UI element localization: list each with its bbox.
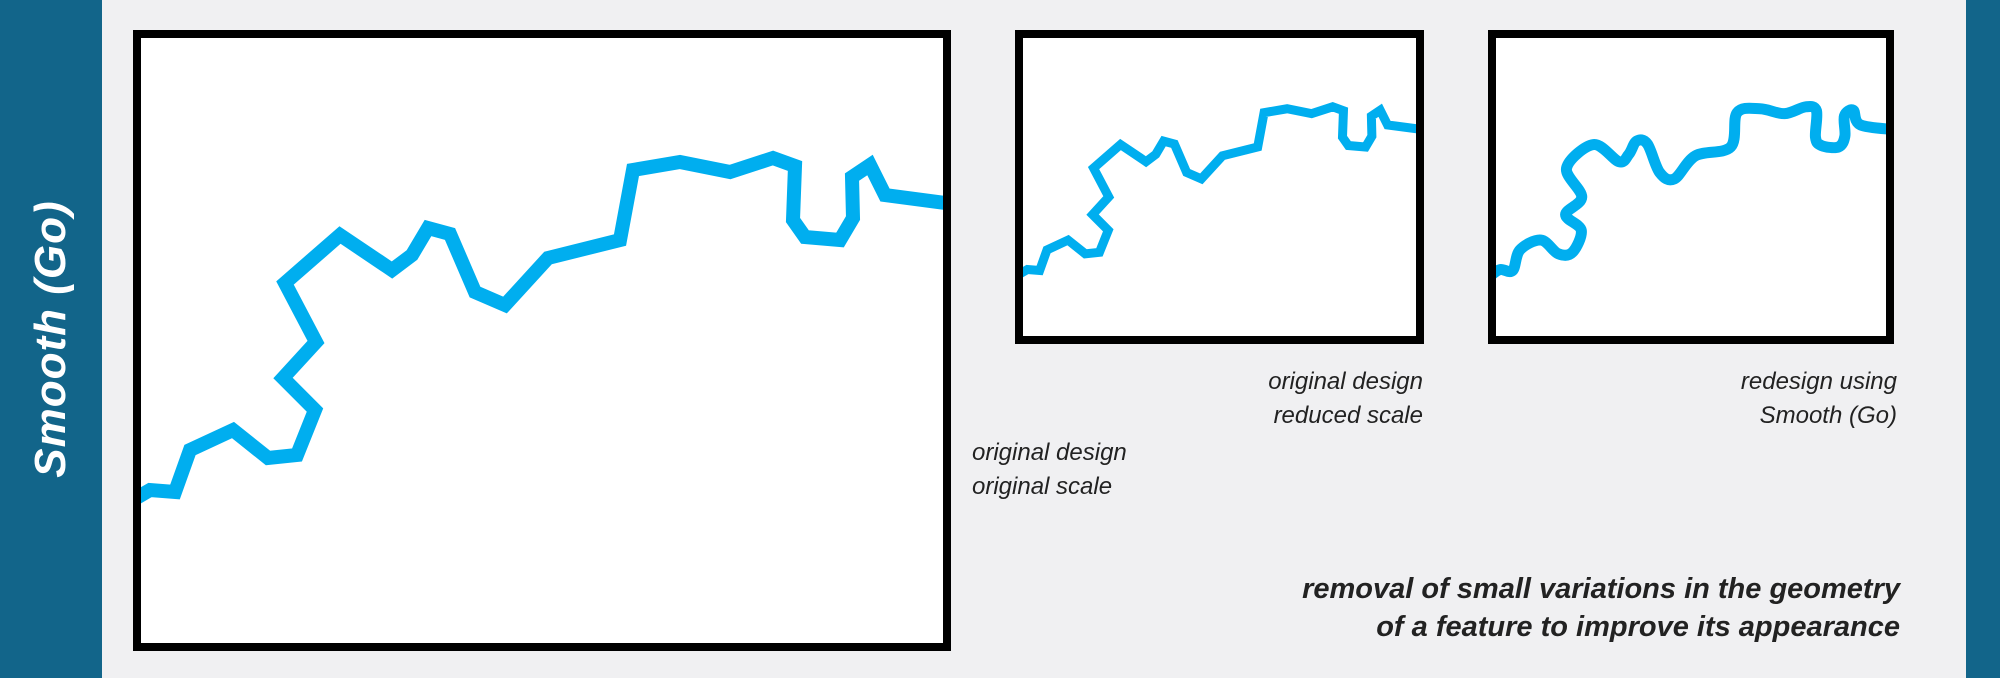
caption-line: redesign using (1740, 368, 1897, 395)
smoothed-panel (1488, 30, 1894, 344)
reduced-scale-panel (1015, 30, 1424, 344)
reduced-line (1023, 102, 1416, 278)
original-scale-panel (133, 30, 951, 651)
caption-redesign: redesign using Smooth (Go) (1741, 365, 1897, 433)
tagline: removal of small variations in the geome… (1302, 570, 1900, 646)
caption-line: original design (1268, 368, 1423, 395)
caption-reduced-scale: original design reduced scale (1268, 365, 1423, 433)
caption-original-scale: original design original scale (972, 436, 1127, 504)
caption-line: reduced scale (1273, 402, 1423, 429)
sidebar-band: Smooth (Go) (0, 0, 102, 678)
caption-line: original design (972, 439, 1127, 466)
smoothed-line (1496, 100, 1886, 279)
tagline-line: of a feature to improve its appearance (1376, 611, 1900, 643)
caption-line: original scale (972, 473, 1113, 500)
tagline-line: removal of small variations in the geome… (1302, 573, 1900, 605)
caption-line: Smooth (Go) (1759, 402, 1897, 429)
original-line (141, 150, 943, 504)
right-band (1966, 0, 2000, 678)
